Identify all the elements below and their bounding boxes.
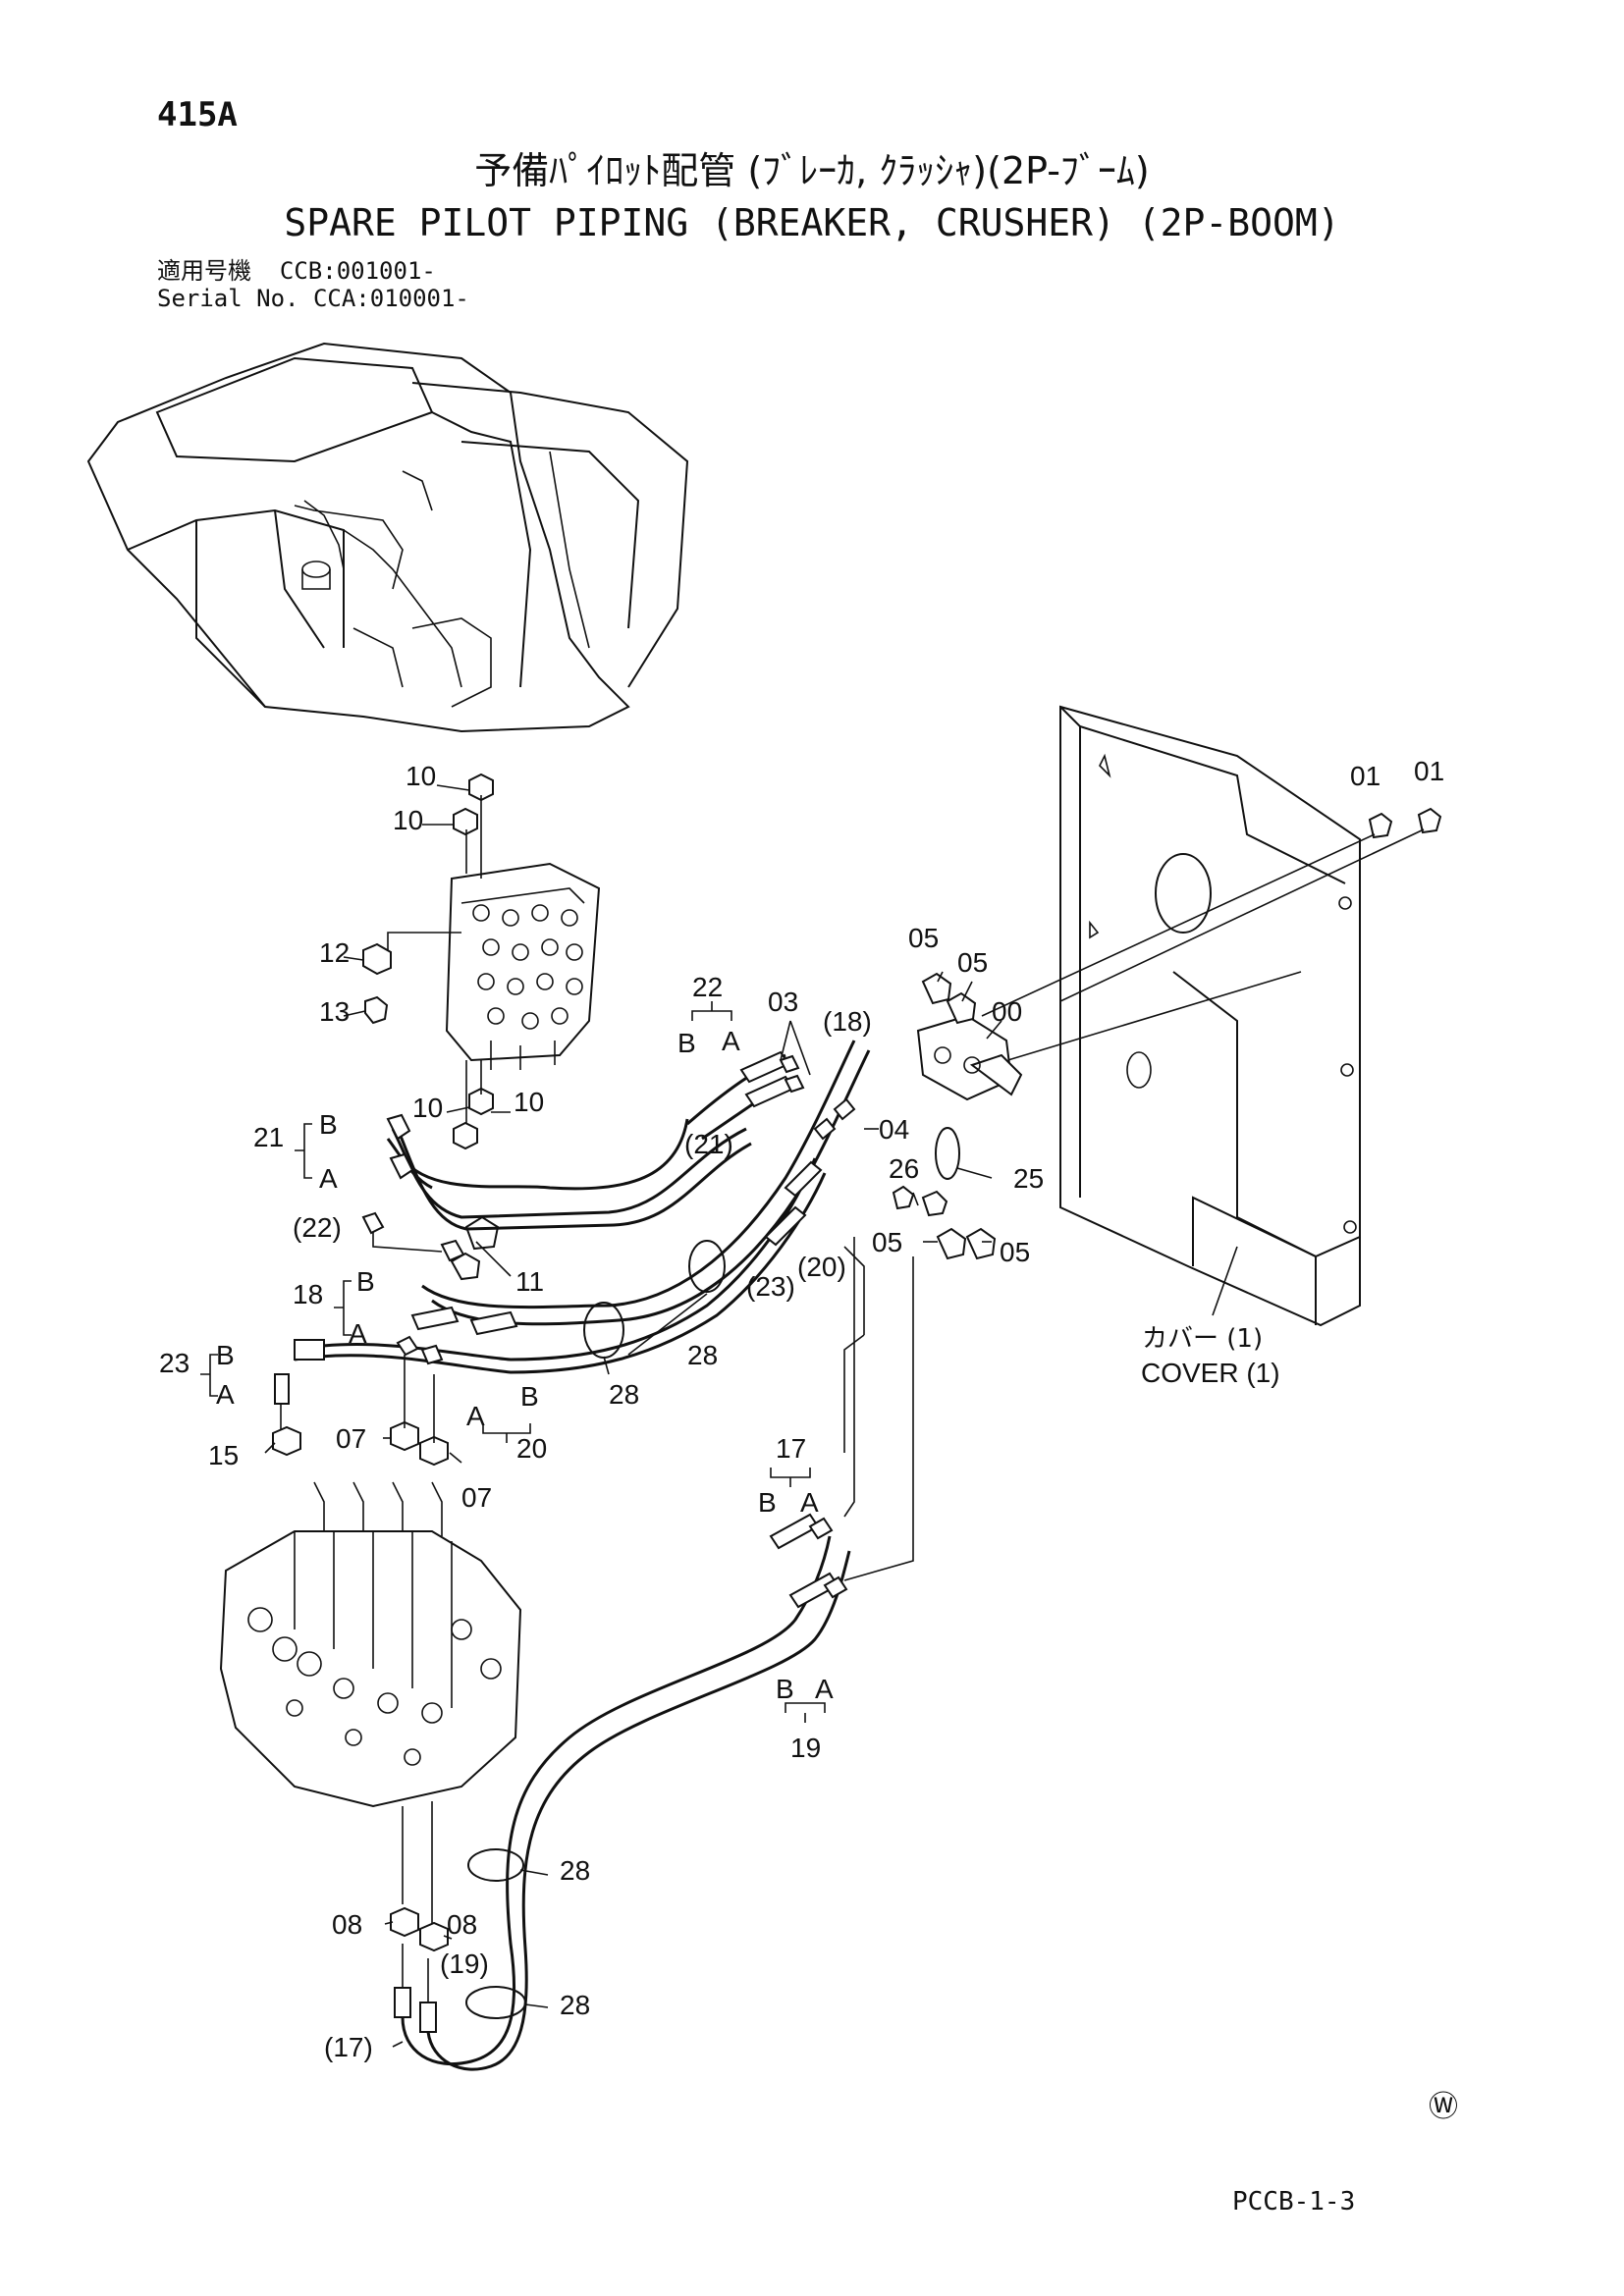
callout-12: 12	[319, 937, 350, 968]
callout-19: 19	[790, 1733, 821, 1763]
port-b-22: B	[677, 1028, 696, 1058]
callout-01-b: 01	[1414, 756, 1444, 786]
cover-plate	[1059, 705, 1361, 1327]
callout-28-c: 28	[560, 1855, 590, 1886]
drawing-code: PCCB-1-3	[1232, 2187, 1356, 2216]
callout-21-ref: (21)	[684, 1129, 733, 1159]
watermark-symbol: Ⓦ	[1429, 2090, 1458, 2124]
fittings-upper	[362, 773, 500, 1281]
callout-23: 23	[159, 1348, 189, 1378]
callout-23-ref: (23)	[746, 1271, 795, 1302]
callout-11: 11	[515, 1266, 544, 1297]
port-a-18: A	[349, 1318, 367, 1349]
callout-10-a: 10	[406, 761, 436, 791]
callout-05-c: 05	[872, 1227, 902, 1257]
port-a-20: A	[466, 1401, 485, 1431]
port-a-22: A	[722, 1026, 740, 1056]
callout-18: 18	[293, 1279, 323, 1309]
callout-05-b: 05	[957, 947, 988, 978]
port-b-18: B	[356, 1266, 375, 1297]
callout-18-ref: (18)	[823, 1006, 872, 1037]
callout-28-d: 28	[560, 1990, 590, 2020]
control-valve	[219, 1355, 522, 2033]
callout-03: 03	[768, 987, 798, 1017]
callout-21: 21	[253, 1122, 284, 1152]
port-b-19: B	[776, 1674, 794, 1704]
port-a-23: A	[216, 1379, 235, 1410]
callout-05-a: 05	[908, 923, 939, 953]
bolts-01	[981, 807, 1442, 1066]
port-b-21: B	[319, 1109, 338, 1140]
callout-20: 20	[516, 1433, 547, 1464]
callout-00: 00	[992, 996, 1022, 1027]
callout-labels: 01 01 00 05 05 05 05 03 04 25 26 (18) 22…	[159, 756, 1444, 2062]
serial-line-1: 適用号機 CCB:001001-	[157, 257, 436, 285]
pilot-valve	[445, 862, 601, 1070]
callout-13: 13	[319, 996, 350, 1027]
title-japanese: 予備ﾊﾟｲﾛｯﾄ配管 (ﾌﾞﾚｰｶ, ｸﾗｯｼｬ)(2P-ﾌﾞｰﾑ)	[474, 149, 1150, 192]
title-english: SPARE PILOT PIPING (BREAKER, CRUSHER) (2…	[284, 201, 1340, 244]
callout-01-a: 01	[1350, 761, 1380, 791]
serial-block: 適用号機 CCB:001001- Serial No. CCA:010001-	[157, 257, 469, 312]
callout-07-b: 07	[461, 1482, 492, 1513]
hoses-upper	[274, 1040, 871, 1448]
leader-lines	[264, 784, 1238, 2048]
page-id: 415A	[157, 95, 238, 134]
callout-04: 04	[879, 1114, 909, 1145]
cover-label-jp: カバー (1)	[1142, 1324, 1263, 1354]
callout-10-b: 10	[393, 805, 423, 835]
callout-25: 25	[1013, 1163, 1044, 1194]
callout-28-b: 28	[609, 1379, 639, 1410]
port-a-19: A	[815, 1674, 834, 1704]
callout-28-a: 28	[687, 1340, 718, 1370]
callout-10-d: 10	[514, 1087, 544, 1117]
excavator-overview	[86, 342, 689, 733]
callout-26: 26	[889, 1153, 919, 1184]
callout-07-a: 07	[336, 1423, 366, 1454]
callout-05-d: 05	[1000, 1237, 1030, 1267]
callout-20-ref: (20)	[797, 1252, 846, 1282]
clamps	[465, 1240, 726, 2019]
callout-08-a: 08	[332, 1909, 362, 1940]
serial-line-2: Serial No. CCA:010001-	[157, 285, 469, 312]
port-b-17: B	[758, 1487, 777, 1518]
relay-block	[843, 972, 1023, 1453]
pair-brackets	[200, 1001, 826, 1723]
callout-10-c: 10	[412, 1093, 443, 1123]
port-b-23: B	[216, 1340, 235, 1370]
callout-22: 22	[692, 972, 723, 1002]
port-b-20: B	[520, 1381, 539, 1412]
callout-17-ref: (17)	[324, 2032, 373, 2062]
hoses-lower	[401, 1237, 914, 2071]
port-a-21: A	[319, 1163, 338, 1194]
port-a-17: A	[800, 1487, 819, 1518]
callout-15: 15	[208, 1440, 239, 1470]
cover-label-en: COVER (1)	[1141, 1358, 1280, 1388]
callout-19-ref: (19)	[440, 1949, 489, 1979]
callout-08-b: 08	[447, 1909, 477, 1940]
callout-17: 17	[776, 1433, 806, 1464]
callout-22-ref: (22)	[293, 1212, 342, 1243]
